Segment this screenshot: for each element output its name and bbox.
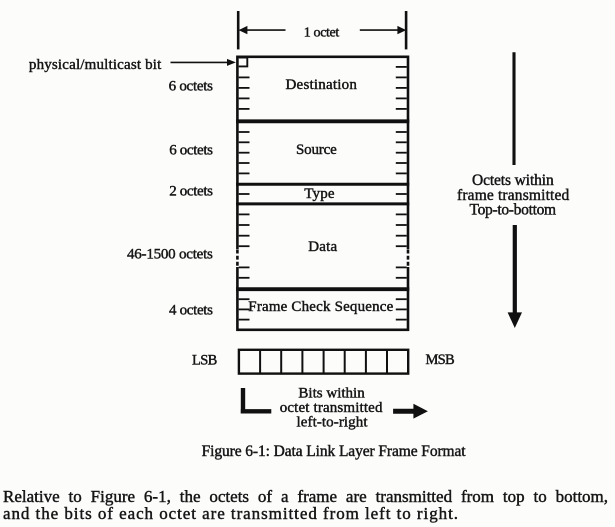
- svg-text:Top-to-bottom: Top-to-bottom: [470, 201, 557, 218]
- svg-text:6 octets: 6 octets: [169, 143, 213, 159]
- svg-text:Relative to Figure 6-1, the oc: Relative to Figure 6-1, the octets of a …: [3, 487, 608, 506]
- svg-text:4 octets: 4 octets: [169, 302, 213, 318]
- svg-text:Type: Type: [304, 186, 335, 202]
- svg-text:6 octets: 6 octets: [169, 79, 214, 95]
- svg-text:physical/multicast bit: physical/multicast bit: [29, 57, 162, 73]
- svg-text:left-to-right: left-to-right: [297, 415, 369, 431]
- svg-text:Bits within: Bits within: [298, 386, 365, 402]
- svg-text:2 octets: 2 octets: [169, 184, 213, 200]
- svg-text:46-1500 octets: 46-1500 octets: [127, 247, 213, 263]
- svg-text:Destination: Destination: [286, 77, 358, 93]
- svg-text:Figure 6-1: Data Link Layer Fr: Figure 6-1: Data Link Layer Frame Format: [202, 443, 467, 460]
- svg-text:MSB: MSB: [426, 352, 455, 368]
- svg-text:Frame Check Sequence: Frame Check Sequence: [248, 299, 393, 315]
- svg-text:Source: Source: [296, 142, 337, 158]
- svg-text:Data: Data: [308, 239, 337, 255]
- svg-text:Octets within: Octets within: [472, 172, 554, 189]
- svg-text:LSB: LSB: [192, 353, 217, 369]
- svg-text:1 octet: 1 octet: [304, 26, 340, 41]
- svg-text:frame transmitted: frame transmitted: [457, 187, 570, 204]
- svg-text:and the bits of each octet are: and the bits of each octet are transmitt…: [3, 504, 458, 523]
- svg-text:octet transmitted: octet transmitted: [280, 400, 383, 416]
